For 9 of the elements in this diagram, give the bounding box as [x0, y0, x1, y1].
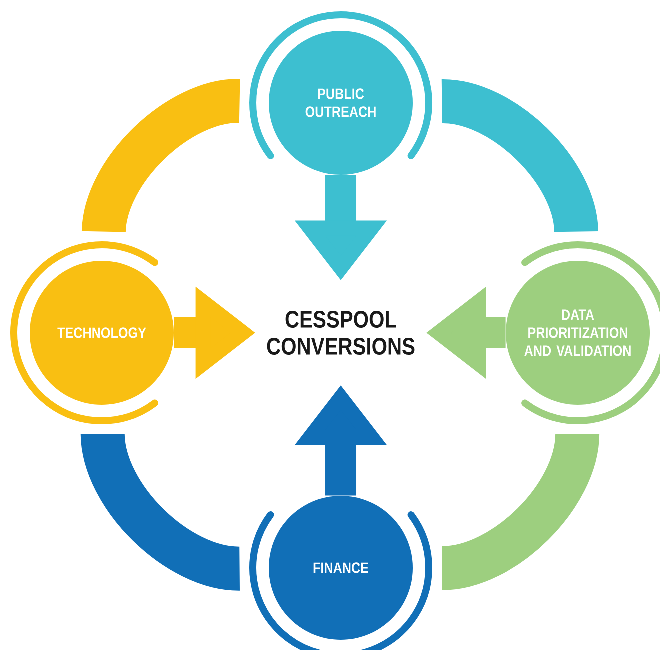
ring-segment [440, 80, 598, 234]
circle-node: PUBLIC OUTREACH [250, 12, 432, 175]
ring-segment [440, 432, 600, 590]
ring-segment [80, 432, 242, 591]
center-title: CESSPOOL CONVERSIONS [267, 311, 415, 355]
circle-node: FINANCE [250, 496, 432, 650]
circle-node: TECHNOLOGY [10, 242, 174, 424]
circle-node: DATA PRIORITIZATION AND VALIDATION [506, 242, 660, 424]
ring-segment [82, 79, 242, 234]
